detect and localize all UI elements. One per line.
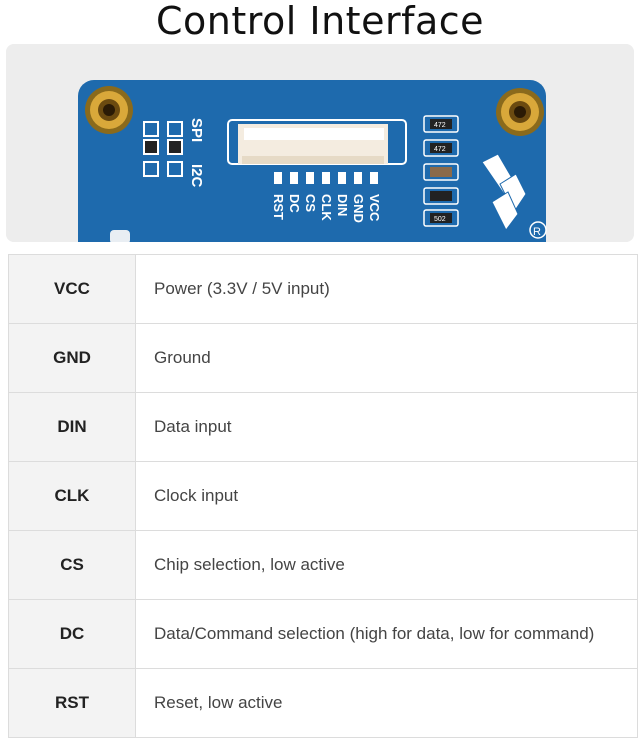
pin-name-cell: DIN xyxy=(8,392,136,462)
i2c-label: I2C xyxy=(188,164,205,188)
pin-name-cell: CS xyxy=(8,530,136,600)
pin-description-cell: Ground xyxy=(135,323,638,393)
pin-description-cell: Chip selection, low active xyxy=(135,530,638,600)
pin-description-cell: Data/Command selection (high for data, l… xyxy=(135,599,638,669)
pin-name-cell: VCC xyxy=(8,254,136,324)
silk-label-din: DIN xyxy=(335,194,350,216)
registered-mark: R xyxy=(533,226,541,238)
resistors xyxy=(423,115,459,227)
connector-pads xyxy=(274,172,378,184)
resistor-label-5: 502 xyxy=(434,216,446,223)
pcb-illustration: SPI I2C VCC GND DIN CLK CS DC RST xyxy=(6,44,634,242)
silk-label-clk: CLK xyxy=(319,194,334,221)
pin-description-cell: Data input xyxy=(135,392,638,462)
pin-name-cell: DC xyxy=(8,599,136,669)
pin-name-cell: CLK xyxy=(8,461,136,531)
silk-label-cs: CS xyxy=(303,194,318,212)
registered-mark-icon xyxy=(529,221,547,239)
pin-name-cell: GND xyxy=(8,323,136,393)
brand-logo-icon xyxy=(481,153,527,231)
silk-label-dc: DC xyxy=(287,194,302,213)
connector xyxy=(227,119,407,165)
silk-label-rst: RST xyxy=(271,194,286,220)
jumper-pads xyxy=(143,121,183,177)
pin-description-cell: Clock input xyxy=(135,461,638,531)
board-photo: SPI I2C VCC GND DIN CLK CS DC RST xyxy=(6,44,634,242)
resistor-label-1: 472 xyxy=(434,122,446,129)
silk-label-vcc: VCC xyxy=(367,194,382,222)
page-title: Control Interface xyxy=(155,0,485,43)
pin-name-cell: RST xyxy=(8,668,136,738)
mounting-hole-right-icon xyxy=(496,88,544,136)
silk-label-gnd: GND xyxy=(351,194,366,223)
resistor-label-2: 472 xyxy=(434,146,446,153)
pin-description-cell: Reset, low active xyxy=(135,668,638,738)
pin-description-cell: Power (3.3V / 5V input) xyxy=(135,254,638,324)
mounting-hole-left-icon xyxy=(85,86,133,134)
spi-label: SPI xyxy=(188,118,205,142)
